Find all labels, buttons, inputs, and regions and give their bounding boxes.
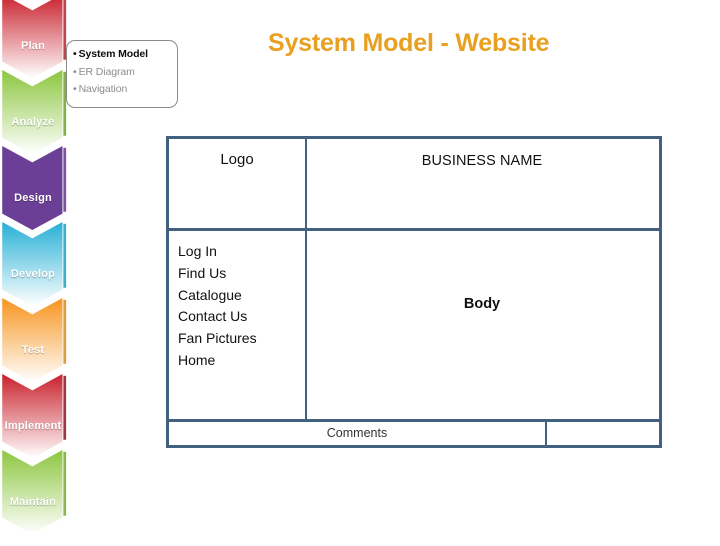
nav-item-contact-us[interactable]: Contact Us: [178, 308, 248, 325]
callout-item-label: System Model: [78, 48, 149, 60]
callout-item-label: Navigation: [78, 83, 128, 95]
callout-item-label: ER Diagram: [78, 65, 135, 78]
phase-chevron-shape: [2, 146, 67, 230]
nav-item-fan-pictures[interactable]: Fan Pictures: [178, 330, 257, 347]
wireframe-header-divider: [305, 139, 307, 228]
nav-item-home[interactable]: Home: [178, 351, 216, 368]
phase-chevron-shape: [2, 70, 67, 154]
wireframe-logo-cell: Logo: [169, 139, 305, 231]
phase-chevron-shape: [2, 0, 67, 78]
callout-item-system-model[interactable]: •System Model: [73, 46, 173, 64]
wireframe-logo-label: Logo: [220, 151, 254, 168]
phase-chevron-shape: [2, 450, 67, 534]
phase-chevron-shape: [2, 298, 67, 382]
wireframe-body-row: Log In Find Us Catalogue Contact Us Fan …: [169, 231, 659, 422]
bullet-icon: •: [73, 65, 77, 78]
nav-item-log-in[interactable]: Log In: [178, 243, 217, 259]
wireframe-navigation-cell: Log In Find Us Catalogue Contact Us Fan …: [169, 231, 305, 422]
wireframe-content-label: Body: [463, 296, 501, 312]
wireframe-content-cell: Body: [305, 231, 659, 422]
wireframe-comments-label: Comments: [326, 426, 388, 440]
phase-chevron-shape: [2, 222, 67, 306]
bullet-icon: •: [73, 83, 77, 95]
wireframe-spare-cell: [547, 422, 659, 445]
nav-item-find-us[interactable]: Find Us: [178, 264, 227, 281]
wireframe-body-divider: [305, 231, 307, 419]
callout-item-navigation[interactable]: •Navigation: [73, 81, 173, 99]
bullet-icon: •: [73, 48, 77, 60]
phase-chevron-shape: [2, 374, 67, 458]
sub-topic-callout: •System Model •ER Diagram •Navigation: [66, 40, 178, 108]
wireframe-comments-cell: Comments: [169, 422, 545, 445]
wireframe-footer-divider: [545, 422, 547, 445]
nav-item-catalogue[interactable]: Catalogue: [178, 286, 242, 303]
callout-item-er-diagram[interactable]: •ER Diagram: [73, 64, 173, 82]
phase-chevron-maintain[interactable]: Maintain: [0, 450, 72, 542]
wireframe-footer-row: Comments: [169, 422, 659, 445]
wireframe-header-row: Logo BUSINESS NAME: [169, 139, 659, 231]
website-layout-wireframe: Logo BUSINESS NAME Log In Find Us Catalo…: [166, 136, 662, 448]
wireframe-business-name-label: BUSINESS NAME: [421, 153, 543, 169]
wireframe-business-name-cell: BUSINESS NAME: [305, 139, 659, 231]
page-title: System Model - Website: [268, 29, 550, 57]
